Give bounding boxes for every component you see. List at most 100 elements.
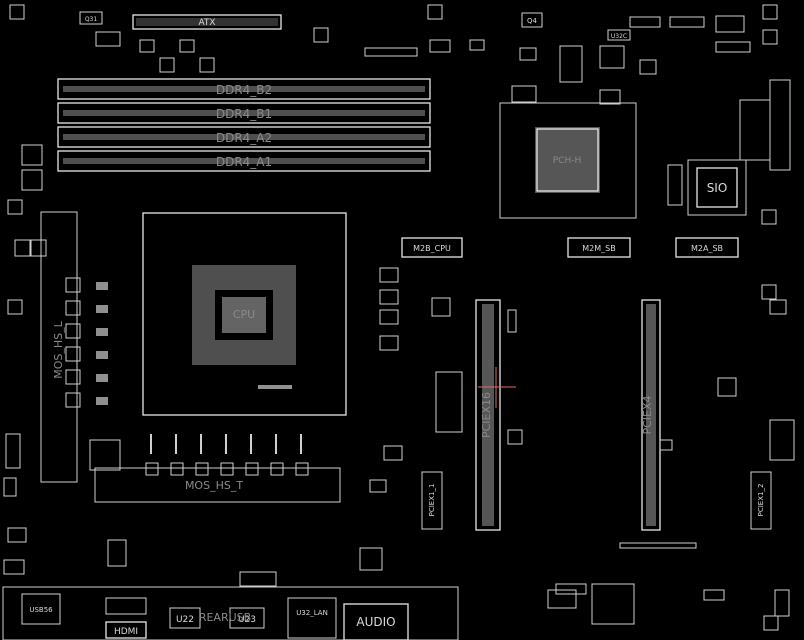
component-footprint [519, 47, 537, 61]
component-footprint [667, 164, 683, 206]
component-footprint [659, 439, 673, 451]
component-footprint [629, 16, 661, 28]
ddr4-slot-a1[interactable]: DDR4_A1 [57, 150, 431, 172]
component-footprint [769, 419, 795, 461]
m2b-cpu-connector[interactable]: M2B_CPU [401, 237, 463, 258]
u23-label: U23 [238, 615, 256, 625]
pciex16-label: PCIEX16 [480, 392, 493, 438]
component-footprint [762, 29, 778, 45]
sio-label: SIO [707, 181, 728, 195]
u22-chip[interactable]: U22 [169, 607, 201, 629]
rear-usb-label: REARUSB [199, 611, 251, 624]
component-footprint [275, 434, 277, 454]
component-footprint [379, 335, 399, 351]
m2m-sb-connector[interactable]: M2M_SB [567, 237, 631, 258]
m2a-sb-connector[interactable]: M2A_SB [675, 237, 739, 258]
component-footprint [200, 434, 202, 454]
component-footprint [559, 45, 583, 83]
component-footprint [369, 479, 387, 493]
component-footprint [96, 374, 108, 382]
component-footprint [95, 31, 121, 47]
ddr4-a2-label: DDR4_A2 [216, 131, 272, 145]
atx-connector[interactable]: ATX [132, 14, 282, 30]
component-footprint [599, 45, 625, 69]
component-footprint [507, 429, 523, 445]
hdmi-label: HDMI [114, 627, 138, 637]
component-footprint [762, 4, 778, 20]
component-footprint [739, 99, 771, 161]
component-footprint [150, 434, 152, 454]
component-footprint [65, 300, 81, 316]
u23-chip[interactable]: U23 [229, 607, 265, 629]
component-footprint [769, 299, 787, 315]
component-footprint [199, 57, 215, 73]
component-footprint [669, 16, 705, 28]
component-footprint [220, 462, 234, 476]
component-footprint [774, 589, 790, 617]
component-footprint [300, 434, 302, 454]
component-footprint [65, 323, 81, 339]
q31-component[interactable]: Q31 [79, 11, 103, 25]
pciex4-slot[interactable]: PCIEX4 [641, 299, 661, 531]
component-footprint [29, 239, 47, 257]
pciex1-2-slot[interactable]: PCIEX1_2 [750, 471, 772, 530]
ddr4-b2-label: DDR4_B2 [216, 83, 272, 97]
ddr4-slot-b2[interactable]: DDR4_B2 [57, 78, 431, 100]
component-footprint [3, 477, 17, 497]
component-footprint [295, 462, 309, 476]
component-footprint [379, 309, 399, 325]
cpu-socket[interactable]: CPU [142, 212, 347, 416]
component-footprint [9, 4, 25, 20]
u32-lan-chip[interactable]: U32_LAN [287, 597, 337, 639]
u32-lan-label: U32_LAN [296, 609, 328, 617]
component-footprint [96, 305, 108, 313]
component-footprint [703, 589, 725, 601]
component-footprint [7, 299, 23, 315]
component-footprint [89, 439, 121, 471]
u22-label: U22 [176, 615, 194, 625]
hdmi-connector[interactable]: HDMI [105, 621, 147, 639]
pciex1-1-slot[interactable]: PCIEX1_1 [421, 471, 443, 530]
component-footprint [547, 589, 577, 609]
pciex4-label: PCIEX4 [641, 395, 654, 434]
component-footprint [96, 282, 108, 290]
component-footprint [175, 434, 177, 454]
component-footprint [3, 559, 25, 575]
component-footprint [225, 434, 227, 454]
component-footprint [511, 85, 537, 103]
pch-chip[interactable]: PCH-H [499, 102, 637, 219]
component-footprint [159, 57, 175, 73]
mos-heatsink-top[interactable]: MOS_HS_T [94, 467, 341, 503]
sio-chip[interactable]: SIO [687, 159, 747, 216]
component-footprint [179, 39, 195, 53]
component-footprint [763, 615, 779, 631]
atx-label: ATX [198, 18, 215, 28]
mos-hs-t-label: MOS_HS_T [185, 479, 243, 492]
audio-label: AUDIO [356, 615, 395, 629]
q31-label: Q31 [85, 16, 98, 23]
component-footprint [21, 144, 43, 166]
ddr4-b1-label: DDR4_B1 [216, 107, 272, 121]
audio-connector[interactable]: AUDIO [343, 603, 409, 640]
component-footprint [139, 39, 155, 53]
rear-io-row [2, 586, 459, 640]
component-footprint [717, 377, 737, 397]
component-footprint [761, 284, 777, 300]
usb56-connector[interactable]: USB56 [21, 593, 61, 625]
component-footprint [599, 89, 621, 105]
ddr4-slot-a2[interactable]: DDR4_A2 [57, 126, 431, 148]
component-footprint [65, 369, 81, 385]
pciex16-slot[interactable]: PCIEX16 [475, 299, 501, 531]
ddr4-slot-b1[interactable]: DDR4_B1 [57, 102, 431, 124]
u32c-component[interactable]: U32C [607, 29, 631, 41]
component-footprint [195, 462, 209, 476]
mos-hs-l-label: MOS_HS_L [52, 320, 65, 378]
component-footprint [761, 209, 777, 225]
q4-label: Q4 [527, 17, 538, 25]
component-footprint [313, 27, 329, 43]
q4-component[interactable]: Q4 [521, 12, 543, 28]
m2b-cpu-label: M2B_CPU [413, 244, 451, 253]
component-footprint [427, 4, 443, 20]
component-footprint [7, 199, 23, 215]
